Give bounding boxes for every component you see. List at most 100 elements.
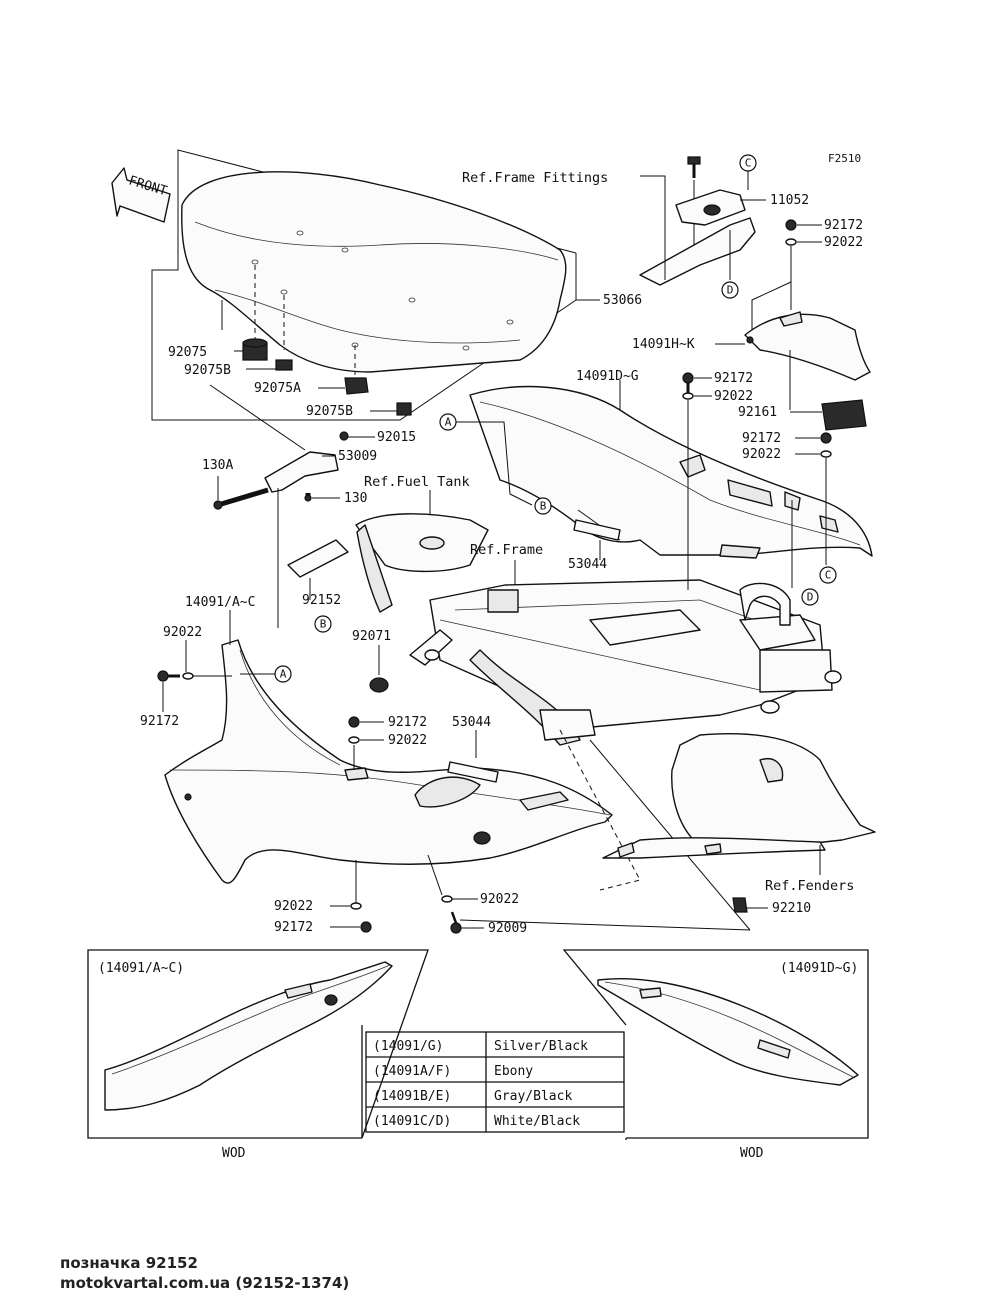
tail-piece-14091hk [744, 311, 871, 381]
inset-right-title: (14091D~G) [780, 961, 858, 976]
damper-92075 [242, 338, 268, 361]
damper-92075b-2 [396, 402, 412, 416]
part-92022-mid: 92022 [388, 733, 427, 748]
part-53009: 53009 [338, 449, 377, 464]
damper-92075b [275, 359, 293, 371]
svg-text:A: A [280, 668, 287, 681]
bolt-92172-b [682, 372, 694, 393]
part-11052: 11052 [770, 193, 809, 208]
part-53066: 53066 [603, 293, 642, 308]
svg-text:D: D [807, 591, 814, 604]
grommet-92071 [369, 677, 389, 693]
ref-fuel-tank: Ref.Fuel Tank [364, 474, 470, 490]
side-cover-14091ac [164, 639, 613, 884]
fuel-tank-ref-shape [355, 513, 489, 613]
svg-text:B: B [320, 618, 327, 631]
svg-text:A: A [445, 416, 452, 429]
part-92172-b: 92172 [714, 371, 753, 386]
pad-92161 [821, 399, 867, 431]
damper-92075a [344, 377, 369, 395]
part-92022-top: 92022 [824, 235, 863, 250]
part-53044-mid: 53044 [452, 715, 491, 730]
svg-text:C: C [825, 569, 832, 582]
part-92075b-2: 92075B [306, 404, 353, 419]
clip-92210 [732, 897, 748, 913]
inset-left-wod: WOD [222, 1146, 246, 1161]
front-arrow-icon: FRONT [111, 167, 171, 223]
callout-d-top [721, 281, 739, 299]
part-92172-bl: 92172 [274, 920, 313, 935]
part-92152: 92152 [302, 593, 341, 608]
bolt-92009 [450, 911, 462, 934]
part-92161: 92161 [738, 405, 777, 420]
color-row-color: Silver/Black [494, 1039, 588, 1054]
svg-text:C: C [745, 157, 752, 170]
footer-caption: позначка 92152 [60, 1254, 198, 1272]
part-14091ac: 14091/A~C [185, 595, 255, 610]
part-92022-b: 92022 [714, 389, 753, 404]
part-92022-bl: 92022 [274, 899, 313, 914]
part-92022-left: 92022 [163, 625, 202, 640]
washer-92022-mid [348, 736, 360, 744]
color-row-part: (14091C/D) [373, 1114, 451, 1129]
bolt-92172-top [785, 219, 797, 231]
part-92015: 92015 [377, 430, 416, 445]
figure-code: F2510 [828, 152, 861, 165]
ref-fenders: Ref.Fenders [765, 878, 854, 894]
inset-right-wod: WOD [740, 1146, 764, 1161]
washer-92022-c [820, 450, 832, 458]
color-table [365, 1031, 625, 1133]
svg-text:B: B [540, 500, 547, 513]
part-92172-left: 92172 [140, 714, 179, 729]
part-14091dg: 14091D~G [576, 369, 639, 384]
washer-92022-bm [441, 895, 453, 903]
color-row-part: (14091A/F) [373, 1064, 451, 1079]
pipe-92152 [287, 539, 349, 578]
inset-right [562, 949, 869, 1140]
part-92075a: 92075A [254, 381, 301, 396]
part-130: 130 [344, 491, 367, 506]
color-row-part: (14091B/E) [373, 1089, 451, 1104]
fender-ref-shape [602, 733, 876, 859]
ref-frame-fittings: Ref.Frame Fittings [462, 170, 608, 186]
color-row-color: Gray/Black [494, 1089, 572, 1104]
callout-b-top [534, 497, 552, 515]
bolt-top-right [687, 156, 701, 178]
washer-92022-bl [350, 902, 362, 910]
bolt-92172-c [820, 432, 832, 444]
color-row-part: (14091/G) [373, 1039, 443, 1054]
washer-92022-left [182, 672, 194, 680]
svg-text:D: D [727, 284, 734, 297]
part-130a: 130A [202, 458, 233, 473]
part-53044-top: 53044 [568, 557, 607, 572]
bolt-130 [304, 493, 312, 502]
bolt-92172-bl [360, 921, 372, 933]
part-92210: 92210 [772, 901, 811, 916]
bolt-92172-left [157, 670, 180, 682]
washer-92022-top [785, 238, 797, 246]
inset-left [87, 949, 429, 1139]
inset-left-title: (14091/A~C) [98, 961, 184, 976]
part-92075b: 92075B [184, 363, 231, 378]
frame-ref-shape [409, 579, 842, 746]
bolt-92172-mid [348, 716, 360, 728]
part-14091hk: 14091H~K [632, 337, 695, 352]
color-row-color: White/Black [494, 1114, 580, 1129]
footer-url: motokvartal.com.ua (92152-1374) [60, 1274, 350, 1292]
pipe-53044-top [573, 519, 621, 541]
color-row-color: Ebony [494, 1064, 533, 1079]
callout-a-top [439, 413, 457, 431]
part-92172-top: 92172 [824, 218, 863, 233]
bracket-53009 [264, 431, 349, 493]
part-92172-mid: 92172 [388, 715, 427, 730]
ref-frame: Ref.Frame [470, 542, 543, 558]
part-92022-bm: 92022 [480, 892, 519, 907]
part-92075: 92075 [168, 345, 207, 360]
part-92071: 92071 [352, 629, 391, 644]
bracket-11052 [639, 189, 756, 286]
washer-92022-b [682, 392, 694, 400]
part-92009: 92009 [488, 921, 527, 936]
callout-c-right [819, 566, 837, 584]
callout-d-right [801, 588, 819, 606]
